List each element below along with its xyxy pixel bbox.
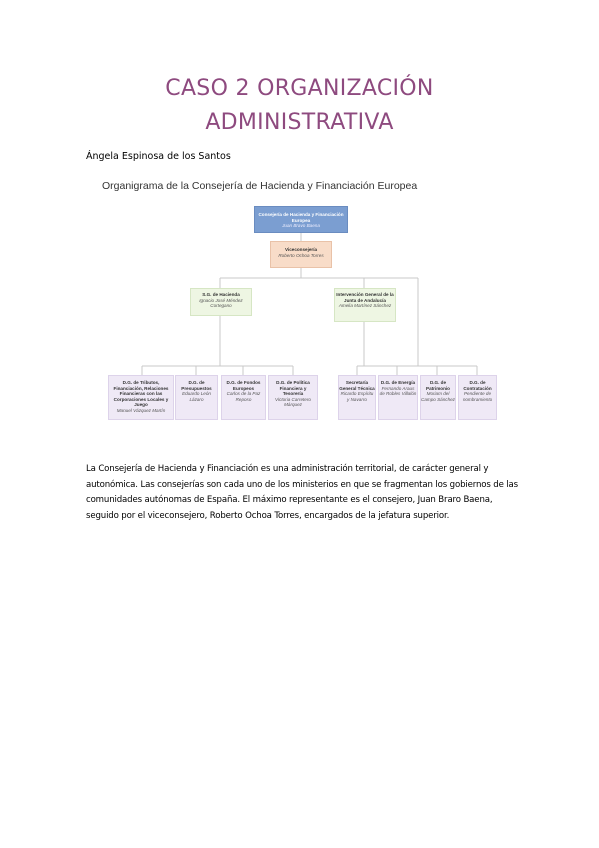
box-sg-title: S.G. de Hacienda bbox=[202, 292, 240, 297]
box-dg-presupuestos-title: D.G. de Presupuestos bbox=[181, 380, 212, 391]
document-title: CASO 2 ORGANIZACIÓN ADMINISTRATIVA bbox=[0, 72, 599, 140]
box-consejeria-title: Consejería de Hacienda y Financiación Eu… bbox=[258, 212, 344, 223]
box-consejeria: Consejería de Hacienda y Financiación Eu… bbox=[254, 206, 348, 233]
box-viceconsejeria-name: Roberto Ochoa Torres bbox=[278, 252, 324, 258]
box-dg-tributos-name: Manuel Vázquez Martín bbox=[116, 407, 166, 413]
box-dg-politica-title: D.G. de Política Financiera y Tesorería bbox=[276, 380, 310, 397]
box-dg-contratacion-name: Pendiente de nombramiento bbox=[462, 391, 493, 402]
title-line-1: CASO 2 ORGANIZACIÓN bbox=[165, 76, 434, 101]
box-viceconsejeria: Viceconsejería Roberto Ochoa Torres bbox=[270, 241, 332, 268]
box-sg-name: Ignacio José Méndez Cortegano bbox=[199, 297, 243, 309]
box-sgt-name: Ricardo Espíritu y Navarro bbox=[340, 391, 374, 402]
box-dg-politica-financiera: D.G. de Política Financiera y Tesorería … bbox=[268, 375, 318, 420]
box-dg-patrimonio-title: D.G. de Patrimonio bbox=[426, 380, 450, 391]
box-dg-contratacion-title: D.G. de Contratación bbox=[463, 380, 492, 391]
author-name: Ángela Espinosa de los Santos bbox=[86, 151, 231, 162]
box-dg-fondos-name: Carlos de la Paz Reposo bbox=[226, 391, 261, 402]
box-dg-tributos: D.G. de Tributos, Financiación, Relacion… bbox=[108, 375, 174, 420]
title-line-2: ADMINISTRATIVA bbox=[205, 110, 394, 135]
box-sgt-title: Secretaría General Técnica bbox=[339, 380, 375, 391]
box-sg-hacienda: S.G. de Hacienda Ignacio José Méndez Cor… bbox=[190, 288, 252, 316]
box-dg-fondos-europeos: D.G. de Fondos Europeos Carlos de la Paz… bbox=[221, 375, 266, 420]
body-paragraph: La Consejería de Hacienda y Financiación… bbox=[86, 464, 518, 521]
box-dg-patrimonio-name: Moriam del Campo Sánchez bbox=[421, 391, 455, 402]
box-dg-presupuestos-name: Eduardo León Lázaro bbox=[182, 391, 211, 402]
box-dg-energia-title: D.G. de Energía bbox=[380, 380, 416, 385]
box-dg-fondos-title: D.G. de Fondos Europeos bbox=[226, 380, 261, 391]
box-dg-energia: D.G. de Energía Fernando Araus de Robles… bbox=[378, 375, 418, 420]
orgchart-title: Organigrama de la Consejería de Hacienda… bbox=[102, 180, 418, 192]
box-dg-energia-name: Fernando Araus de Robles Villalón bbox=[379, 385, 417, 397]
box-dg-tributos-title: D.G. de Tributos, Financiación, Relacion… bbox=[113, 380, 169, 408]
box-intervencion-general: Intervención General de la Junta de Anda… bbox=[334, 288, 396, 322]
box-secretaria-general-tecnica: Secretaría General Técnica Ricardo Espír… bbox=[338, 375, 376, 420]
box-dg-presupuestos: D.G. de Presupuestos Eduardo León Lázaro bbox=[175, 375, 218, 420]
box-dg-politica-name: Victoria Carretero Márquez bbox=[275, 396, 311, 408]
box-dg-contratacion: D.G. de Contratación Pendiente de nombra… bbox=[458, 375, 497, 420]
box-viceconsejeria-title: Viceconsejería bbox=[284, 247, 318, 252]
box-intervencion-title: Intervención General de la Junta de Anda… bbox=[336, 292, 394, 303]
box-consejeria-name: Juan Bravo Baena bbox=[282, 223, 320, 229]
box-dg-patrimonio: D.G. de Patrimonio Moriam del Campo Sánc… bbox=[420, 375, 456, 420]
box-intervencion-name: Amelia Martínez Sánchez bbox=[338, 303, 392, 309]
